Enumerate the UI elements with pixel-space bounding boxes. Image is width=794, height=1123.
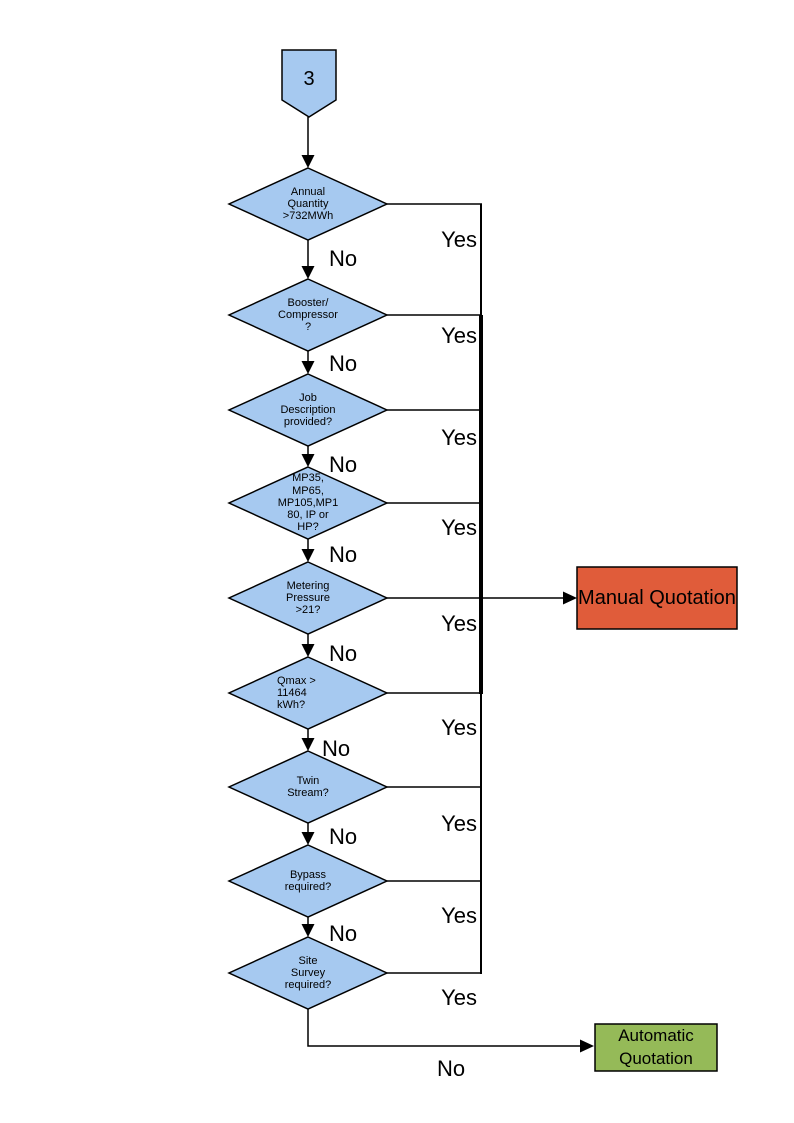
arrowhead-down-icon xyxy=(301,644,315,657)
yes-label: Yes xyxy=(441,611,477,636)
decision-label-pressure-tier: MP35, MP65, MP105,MP1 80, IP or HP? xyxy=(277,472,339,534)
no-label: No xyxy=(329,246,358,271)
arrowhead-down-icon xyxy=(301,454,315,467)
yes-label: Yes xyxy=(441,903,477,928)
yes-label: Yes xyxy=(441,985,477,1010)
yes-label: Yes xyxy=(441,323,477,348)
arrowhead-down-icon xyxy=(301,832,315,845)
arrowhead-down-icon xyxy=(301,155,315,168)
no-label: No xyxy=(322,736,351,761)
no-label-final: No xyxy=(437,1056,466,1081)
no-label: No xyxy=(329,641,358,666)
arrowhead-down-icon xyxy=(301,924,315,937)
arrowhead-right-icon xyxy=(580,1039,594,1053)
yes-label: Yes xyxy=(441,515,477,540)
yes-label: Yes xyxy=(441,227,477,252)
yes-label: Yes xyxy=(441,811,477,836)
arrowhead-down-icon xyxy=(301,549,315,562)
offpage-connector-shape xyxy=(281,49,337,118)
manual-quotation-label: Manual Quotation xyxy=(578,586,736,609)
no-label: No xyxy=(329,452,358,477)
decision-label-twin-stream: Twin Stream? xyxy=(287,774,329,799)
no-label: No xyxy=(329,351,358,376)
decision-label-annual-quantity: Annual Quantity >732MWh xyxy=(282,185,334,223)
decision-label-metering-pressure: Metering Pressure >21? xyxy=(285,579,331,617)
decision-label-bypass: Bypass required? xyxy=(284,868,332,893)
no-label: No xyxy=(329,542,358,567)
arrowhead-down-icon xyxy=(301,738,315,751)
automatic-quotation-box xyxy=(594,1023,718,1072)
decision-label-job-description: Job Description provided? xyxy=(280,391,336,429)
arrowhead-down-icon xyxy=(301,266,315,279)
yes-label: Yes xyxy=(441,715,477,740)
decision-label-site-survey: Site Survey required? xyxy=(284,954,332,992)
decision-label-qmax: Qmax > 11464 kWh? xyxy=(229,663,387,723)
decision-label-qmax-text: Qmax > 11464 kWh? xyxy=(277,674,316,712)
offpage-connector-label: 3 xyxy=(303,67,315,90)
automatic-quotation-arrow-line xyxy=(307,1009,581,1047)
manual-quotation-box xyxy=(576,566,738,630)
automatic-quotation-label: Automatic Quotation xyxy=(618,1026,694,1068)
yes-label: Yes xyxy=(441,425,477,450)
arrowhead-down-icon xyxy=(301,361,315,374)
arrowhead-right-icon xyxy=(563,591,577,605)
no-label: No xyxy=(329,921,358,946)
decision-label-booster-compressor: Booster/ Compressor ? xyxy=(278,296,338,334)
no-label: No xyxy=(329,824,358,849)
